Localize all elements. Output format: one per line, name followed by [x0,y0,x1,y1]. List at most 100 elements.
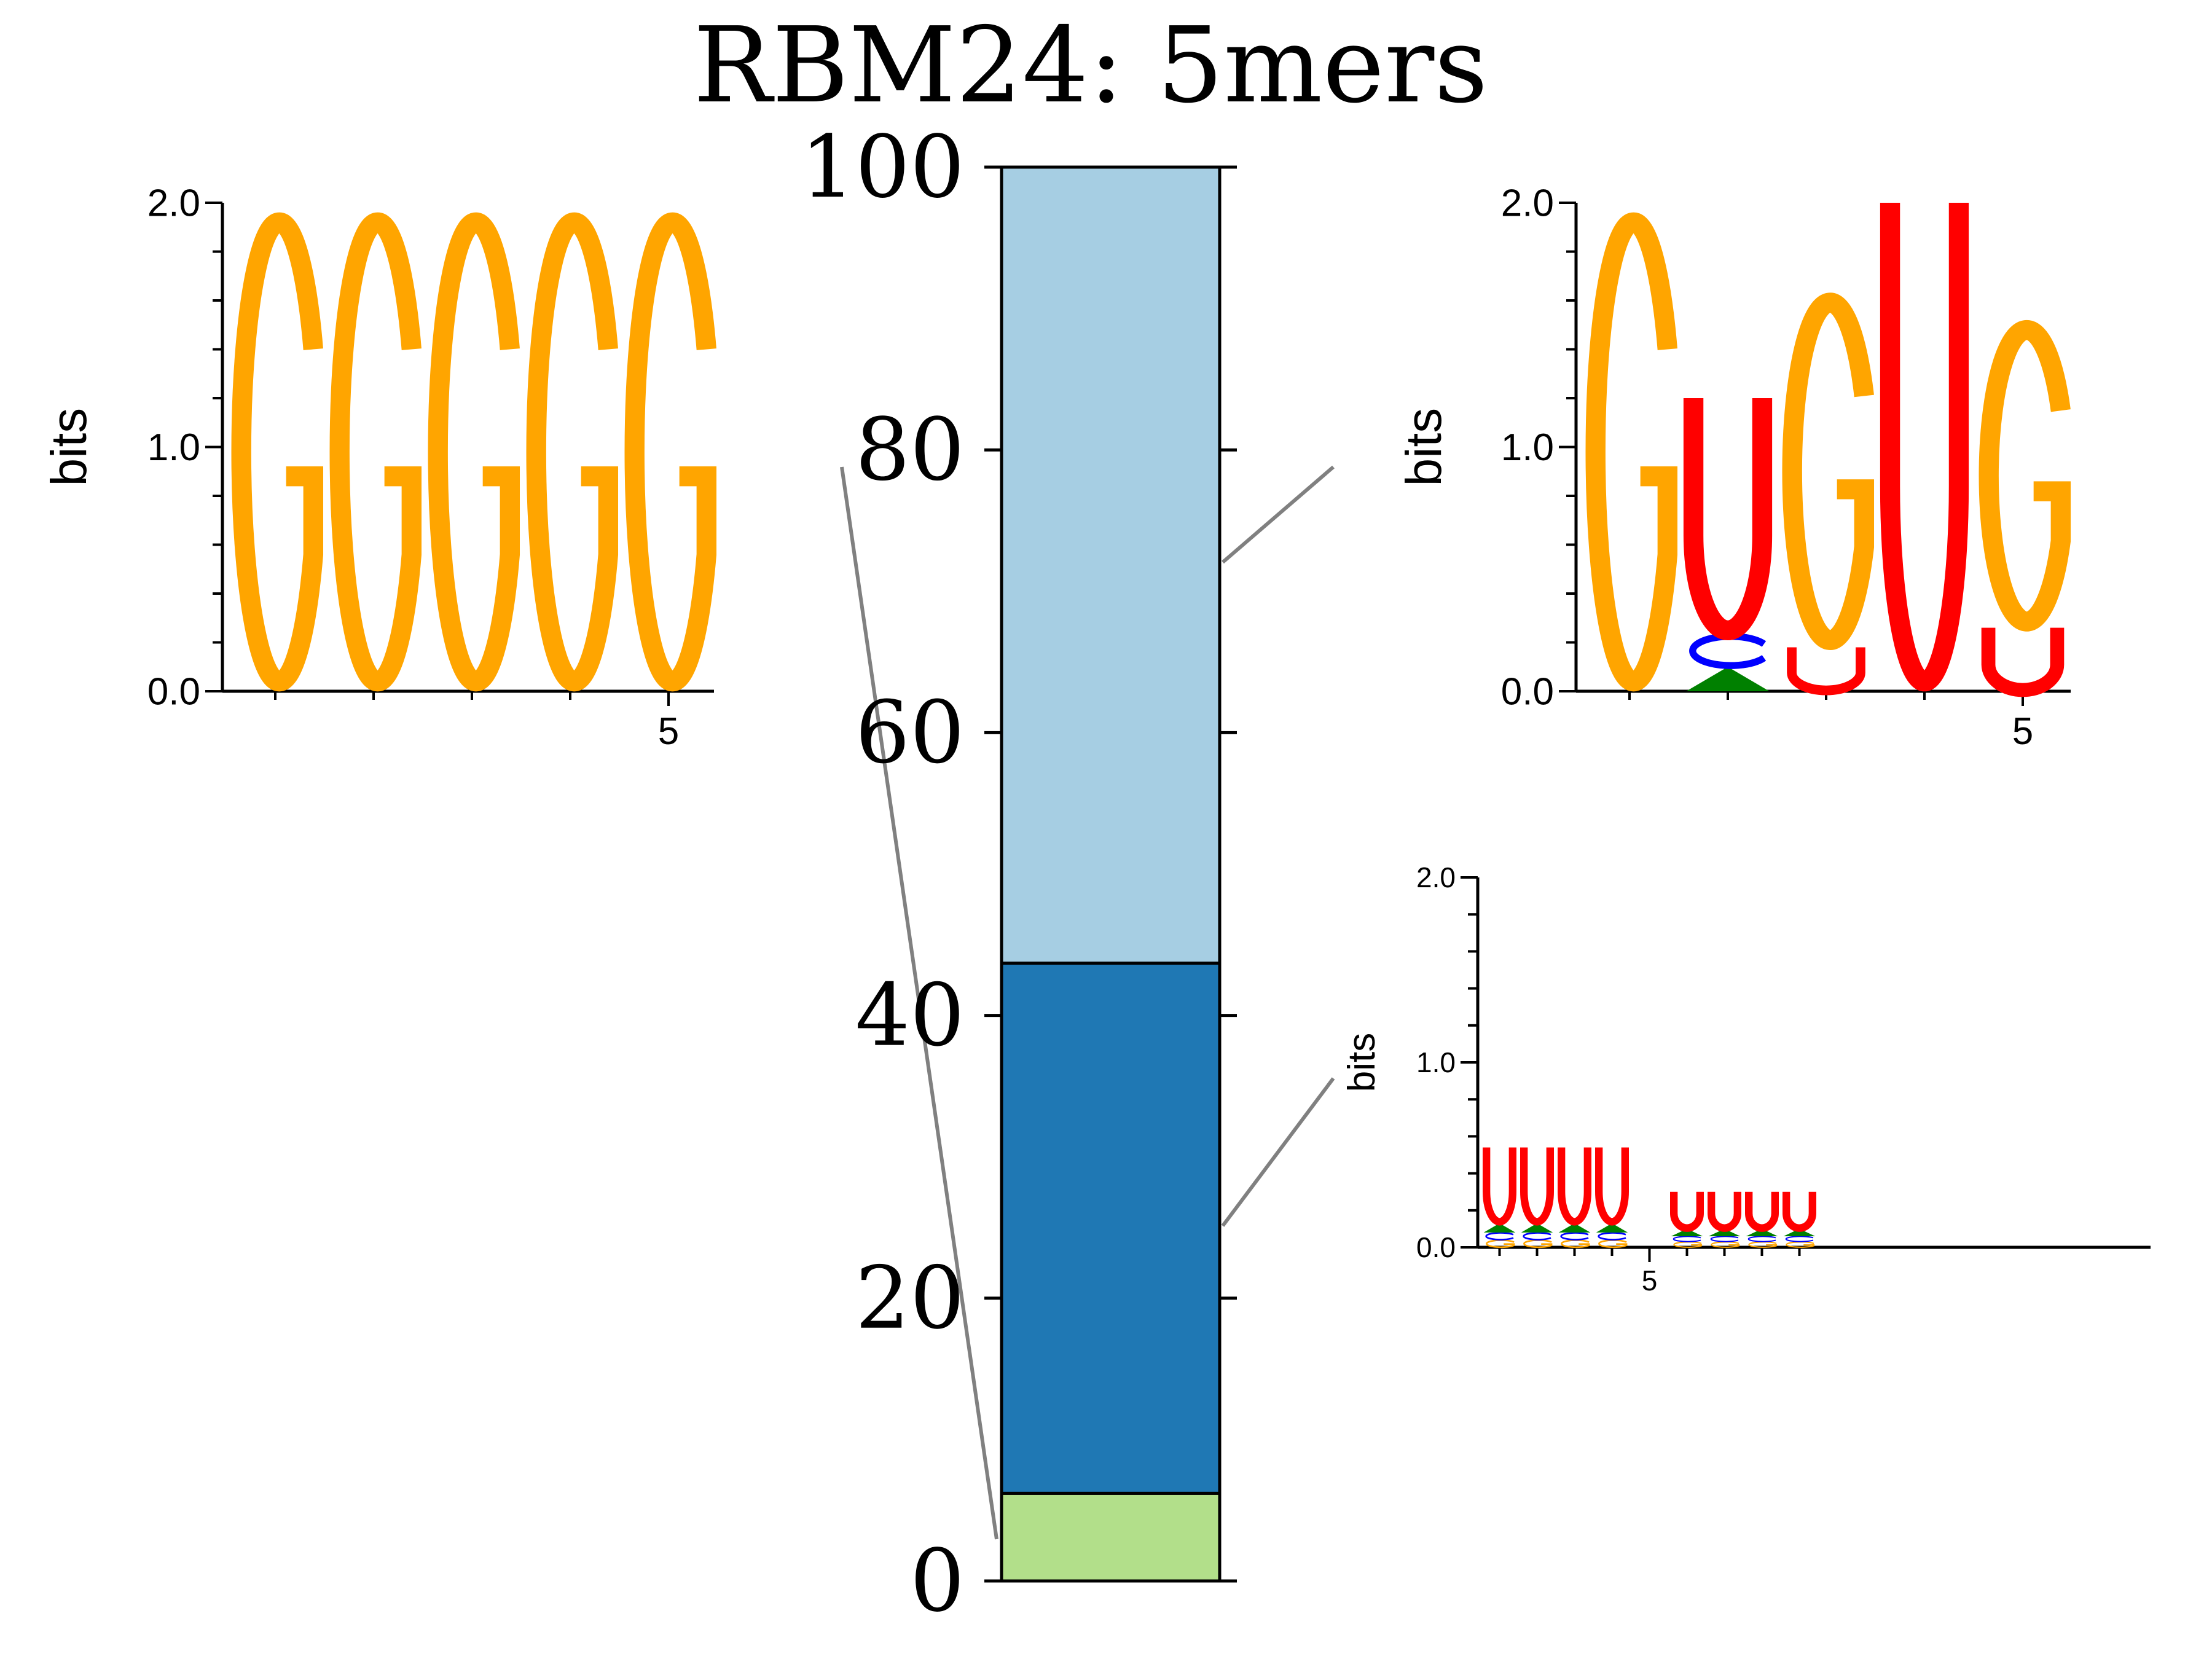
nucleotide-C-pos6 [1674,1236,1701,1241]
nucleotide-U-pos2-path [1693,398,1762,630]
nucleotide-A-pos8 [1746,1228,1778,1236]
nucleotide-C-pos2-path [1693,637,1764,666]
nucleotide-A-pos3-shape [1558,1223,1591,1233]
nucleotide-G-pos5 [1989,330,2061,622]
nucleotide-G-pos3-path [1561,1240,1589,1247]
nucleotide-U-pos3-path [1561,1147,1588,1222]
nucleotide-A-pos7-path [1708,1228,1741,1236]
nucleotide-U-pos4-path [1599,1147,1625,1222]
nucleotide-G-pos6 [1674,1242,1701,1247]
chart-title: RBM24: 5mers [693,5,1488,127]
nucleotide-A-pos2-path [1521,1223,1553,1233]
y-tick-label: 2.0 [1416,861,1456,893]
nucleotide-C-pos6-shape [1674,1236,1701,1241]
nucleotide-U-pos6 [1674,1192,1700,1228]
bar-tick-label: 0 [910,1531,965,1631]
connector-to-green-segment [840,466,998,1540]
x-tick-label: 5 [2012,710,2033,753]
y-tick-label: 2.0 [147,182,200,225]
nucleotide-U-pos9-shape [1786,1192,1813,1228]
nucleotide-U-pos3-shape [1792,647,1861,690]
nucleotide-G-pos7 [1711,1242,1739,1247]
nucleotide-G-pos3-shape [438,222,510,681]
y-tick-label: 0.0 [1501,671,1554,713]
nucleotide-C-pos9-shape [1786,1236,1813,1241]
nucleotide-A-pos2-shape [1686,667,1770,691]
nucleotide-G-pos5-shape [635,222,707,681]
nucleotide-G-pos2-path [1524,1240,1551,1247]
nucleotide-A-pos1-shape [1483,1223,1516,1233]
nucleotide-G-pos3-shape [1792,302,1864,640]
nucleotide-U-pos7-shape [1711,1192,1738,1228]
nucleotide-U-pos3 [1561,1147,1588,1222]
nucleotide-G-pos4-path [536,222,608,681]
nucleotide-C-pos2-path [1524,1233,1551,1239]
nucleotide-U-pos7-path [1711,1192,1738,1228]
nucleotide-G-pos9-path [1786,1242,1814,1247]
nucleotide-A-pos7 [1708,1228,1741,1236]
nucleotide-C-pos4 [1599,1233,1626,1239]
nucleotide-U-pos6-path [1674,1192,1700,1228]
connector-to-darkblue-segment [1221,1077,1335,1227]
nucleotide-U-pos4-shape [1890,203,1959,681]
y-tick-label: 1.0 [1501,426,1554,469]
nucleotide-G-pos8-path [1749,1242,1776,1247]
nucleotide-U-pos9 [1786,1192,1813,1228]
nucleotide-C-pos9-path [1786,1236,1813,1241]
bar-segment-0 [1000,1491,1222,1583]
nucleotide-G-pos4-shape [536,222,608,681]
bar-tick-label: 20 [855,1249,965,1349]
nucleotide-G-pos2-path [340,222,412,681]
nucleotide-U-pos1-path [1486,1147,1513,1222]
nucleotide-U-pos8-shape [1749,1192,1775,1228]
nucleotide-C-pos7-shape [1711,1236,1738,1241]
nucleotide-A-pos9-shape [1783,1228,1816,1236]
nucleotide-U-pos1 [1486,1147,1513,1222]
nucleotide-A-pos4-path [1596,1223,1628,1233]
nucleotide-G-pos3-path [438,222,510,681]
nucleotide-C-pos3-path [1561,1233,1588,1239]
nucleotide-C-pos2-shape [1524,1233,1551,1239]
nucleotide-A-pos6-shape [1671,1228,1703,1236]
nucleotide-U-pos2-shape [1693,398,1762,630]
connector-lines [840,465,1335,1540]
nucleotide-G-pos5-path [635,222,707,681]
nucleotide-U-pos4 [1890,203,1959,681]
nucleotide-C-pos4-shape [1599,1233,1626,1239]
nucleotide-A-pos4-shape [1596,1223,1628,1233]
nucleotide-G-pos7-shape [1711,1242,1739,1247]
nucleotide-A-pos8-shape [1746,1228,1778,1236]
nucleotide-G-pos4 [1599,1240,1626,1247]
x-tick-label: 5 [1642,1265,1658,1296]
bar-segment-2 [1000,165,1222,965]
nucleotide-C-pos2-shape [1693,637,1764,666]
nucleotide-U-pos4 [1599,1147,1625,1222]
nucleotide-G-pos9-shape [1786,1242,1814,1247]
nucleotide-A-pos9-path [1783,1228,1816,1236]
nucleotide-U-pos7 [1711,1192,1738,1228]
nucleotide-A-pos2-path [1686,667,1770,691]
nucleotide-G-pos3-shape [1561,1240,1589,1247]
bar-tick-label: 60 [855,683,965,783]
nucleotide-U-pos5 [1988,628,2057,690]
connector-to-lightblue-segment [1222,465,1335,564]
nucleotide-C-pos4-path [1599,1233,1626,1239]
bar-segment-1 [1000,961,1222,1495]
nucleotide-G-pos1-shape [241,222,313,681]
nucleotide-C-pos8 [1749,1236,1776,1241]
nucleotide-A-pos6-path [1671,1228,1703,1236]
nucleotide-G-pos1 [1596,222,1668,681]
nucleotide-G-pos8-shape [1749,1242,1776,1247]
nucleotide-A-pos1 [1483,1223,1516,1233]
y-axis-label: bits [1396,408,1452,487]
nucleotide-A-pos4 [1596,1223,1628,1233]
nucleotide-G-pos3 [1792,302,1864,640]
nucleotide-U-pos8 [1749,1192,1775,1228]
bar-tick-label: 100 [801,117,965,218]
nucleotide-C-pos1 [1486,1233,1513,1239]
